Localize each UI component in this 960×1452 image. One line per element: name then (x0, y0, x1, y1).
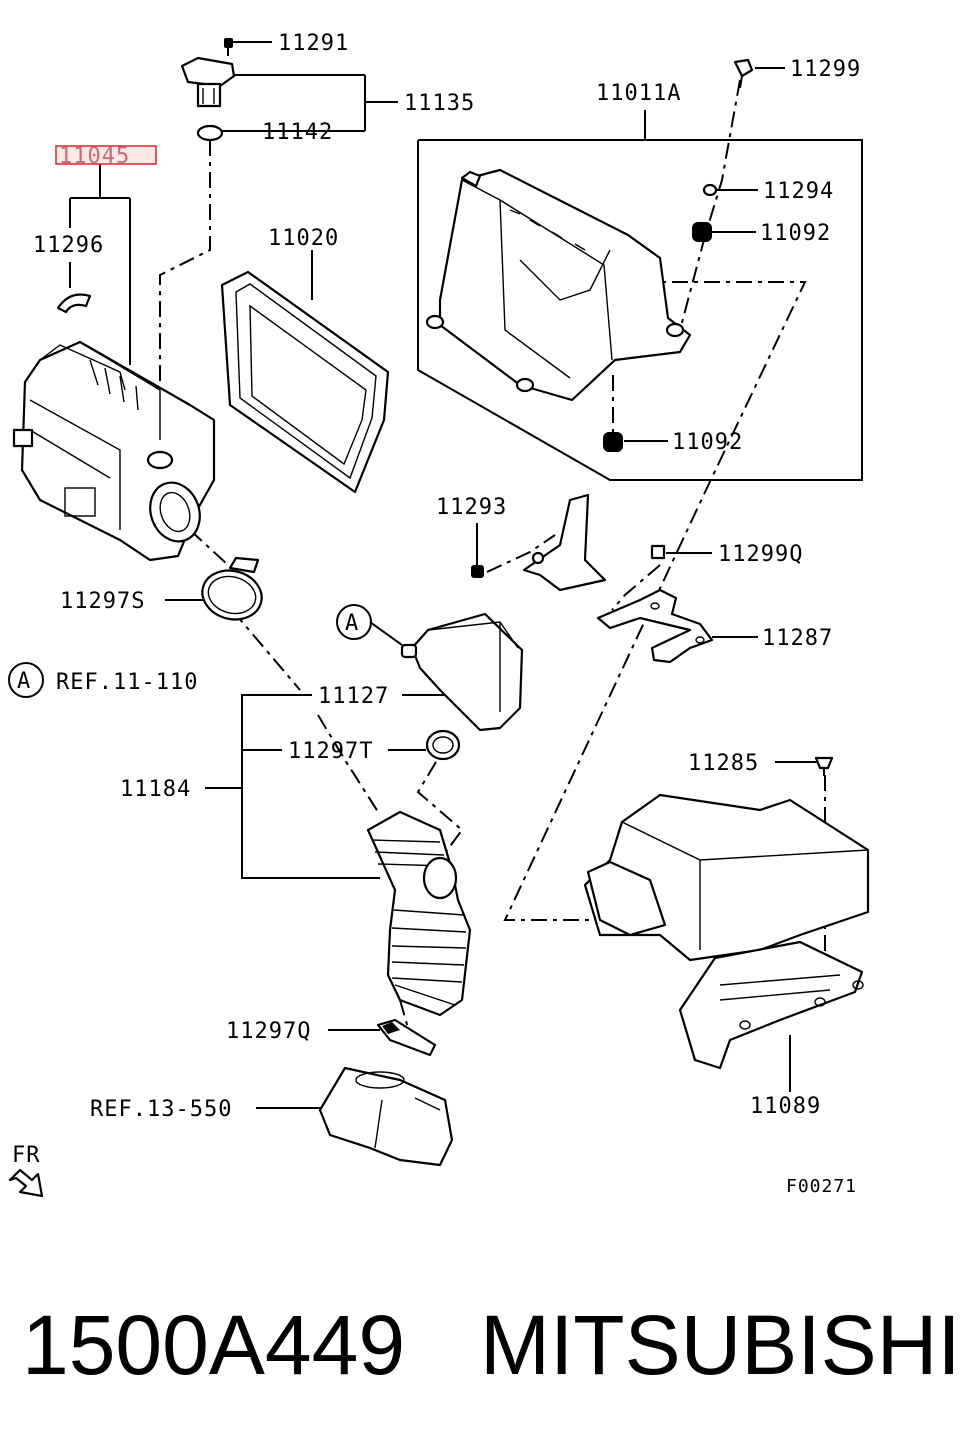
label-11297S: 11297S (60, 589, 145, 614)
air-filter-11020 (220, 270, 390, 494)
label-11135: 11135 (404, 91, 475, 116)
label-11184: 11184 (120, 777, 191, 802)
label-11092-bottom: 11092 (672, 430, 743, 455)
label-11092-top: 11092 (760, 221, 831, 246)
air-cleaner-cover-11011A (425, 168, 692, 402)
throttle-body-ref-13-550 (318, 1066, 454, 1167)
bolt-11293 (471, 565, 484, 578)
label-ref-11-110: REF.11-110 (56, 670, 198, 695)
ref-marker-text: A (345, 611, 359, 636)
brand-caption: MITSUBISHI (480, 1298, 960, 1392)
label-11142: 11142 (262, 120, 333, 145)
highlight-box-11045 (55, 145, 157, 165)
label-11291: 11291 (278, 31, 349, 56)
label-11285: 11285 (688, 751, 759, 776)
airflow-sensor-11135 (180, 56, 236, 108)
clamp-11297Q (376, 1018, 437, 1057)
ref-marker-A-left: A (8, 662, 44, 698)
label-11299: 11299 (790, 57, 861, 82)
part-number-caption: 1500A449 (22, 1298, 406, 1392)
clamp-11297S (201, 556, 263, 621)
assembly-dash-lines (159, 79, 826, 1036)
part-labels: 11291 11135 11142 11045 11296 11020 1101… (12, 31, 861, 1197)
label-11297T: 11297T (288, 739, 373, 764)
bracket-11287 (596, 588, 714, 664)
label-11127: 11127 (318, 684, 389, 709)
label-11297Q: 11297Q (226, 1019, 311, 1044)
diagram-code: F00271 (786, 1176, 857, 1197)
label-11294: 11294 (763, 179, 834, 204)
grommet-11092-bottom (603, 432, 623, 452)
label-11296: 11296 (33, 233, 104, 258)
label-11287: 11287 (762, 626, 833, 651)
label-11011A: 11011A (596, 81, 681, 106)
bolt-11299Q (650, 544, 666, 560)
clip-11296 (56, 293, 92, 314)
label-11089: 11089 (750, 1094, 821, 1119)
label-11299Q: 11299Q (718, 542, 803, 567)
grommet-11092-top (692, 222, 712, 242)
ref-marker-A-center: A (336, 604, 372, 640)
air-cleaner-case-11045 (12, 340, 216, 562)
collar-11294 (702, 183, 718, 197)
oring-11142 (196, 124, 224, 142)
bracket-11287-upper (522, 493, 607, 592)
label-11293: 11293 (436, 495, 507, 520)
screw-11291 (224, 38, 233, 56)
label-fr: FR (12, 1143, 41, 1168)
front-direction-icon (8, 1168, 44, 1198)
label-11020: 11020 (268, 226, 339, 251)
ref-marker-text: A (17, 669, 31, 694)
screw-11285 (814, 756, 834, 776)
bolt-11299 (733, 58, 754, 89)
resonator-11127 (400, 612, 524, 732)
air-duct-11089 (583, 793, 870, 1070)
intake-hose-11184 (366, 810, 472, 1017)
clamp-11297T (425, 729, 461, 761)
label-11045-highlighted: 11045 (59, 144, 130, 169)
diagram-canvas: A A (8, 31, 870, 1198)
label-ref-13-550: REF.13-550 (90, 1097, 232, 1122)
